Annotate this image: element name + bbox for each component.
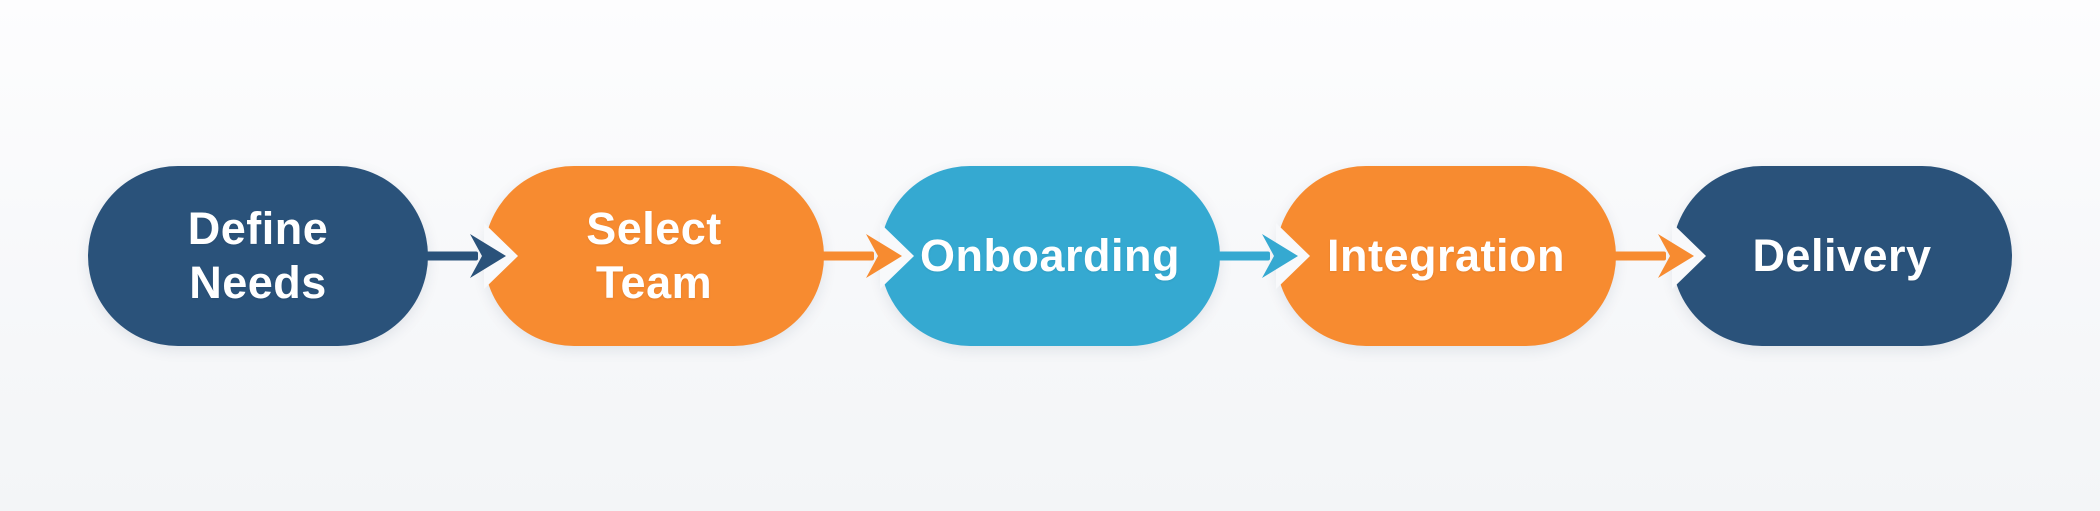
connector-select-team-to-onboarding — [822, 219, 914, 293]
flow-step-delivery: Delivery — [1672, 165, 2012, 346]
flow-step-label: Select Team — [586, 203, 722, 308]
flow-step-label: Delivery — [1752, 229, 1932, 281]
arrow-right-icon — [1614, 222, 1706, 289]
flow: Define Needs Select Team Onboarding Integra… — [88, 165, 2012, 346]
connector-define-needs-to-select-team — [426, 219, 518, 293]
flow-step-select-team: Select Team — [484, 165, 824, 346]
arrow-right-icon — [1218, 222, 1310, 289]
connector-integration-to-delivery — [1614, 219, 1706, 293]
flow-step-label: Onboarding — [920, 229, 1180, 281]
arrow-right-icon — [822, 222, 914, 289]
flow-step-define-needs: Define Needs — [88, 165, 428, 346]
flow-step-onboarding: Onboarding — [880, 165, 1220, 346]
connector-onboarding-to-integration — [1218, 219, 1310, 293]
flow-step-integration: Integration — [1276, 165, 1616, 346]
flow-step-label: Define Needs — [187, 203, 329, 308]
arrow-right-icon — [426, 222, 518, 289]
flow-step-label: Integration — [1327, 229, 1565, 281]
